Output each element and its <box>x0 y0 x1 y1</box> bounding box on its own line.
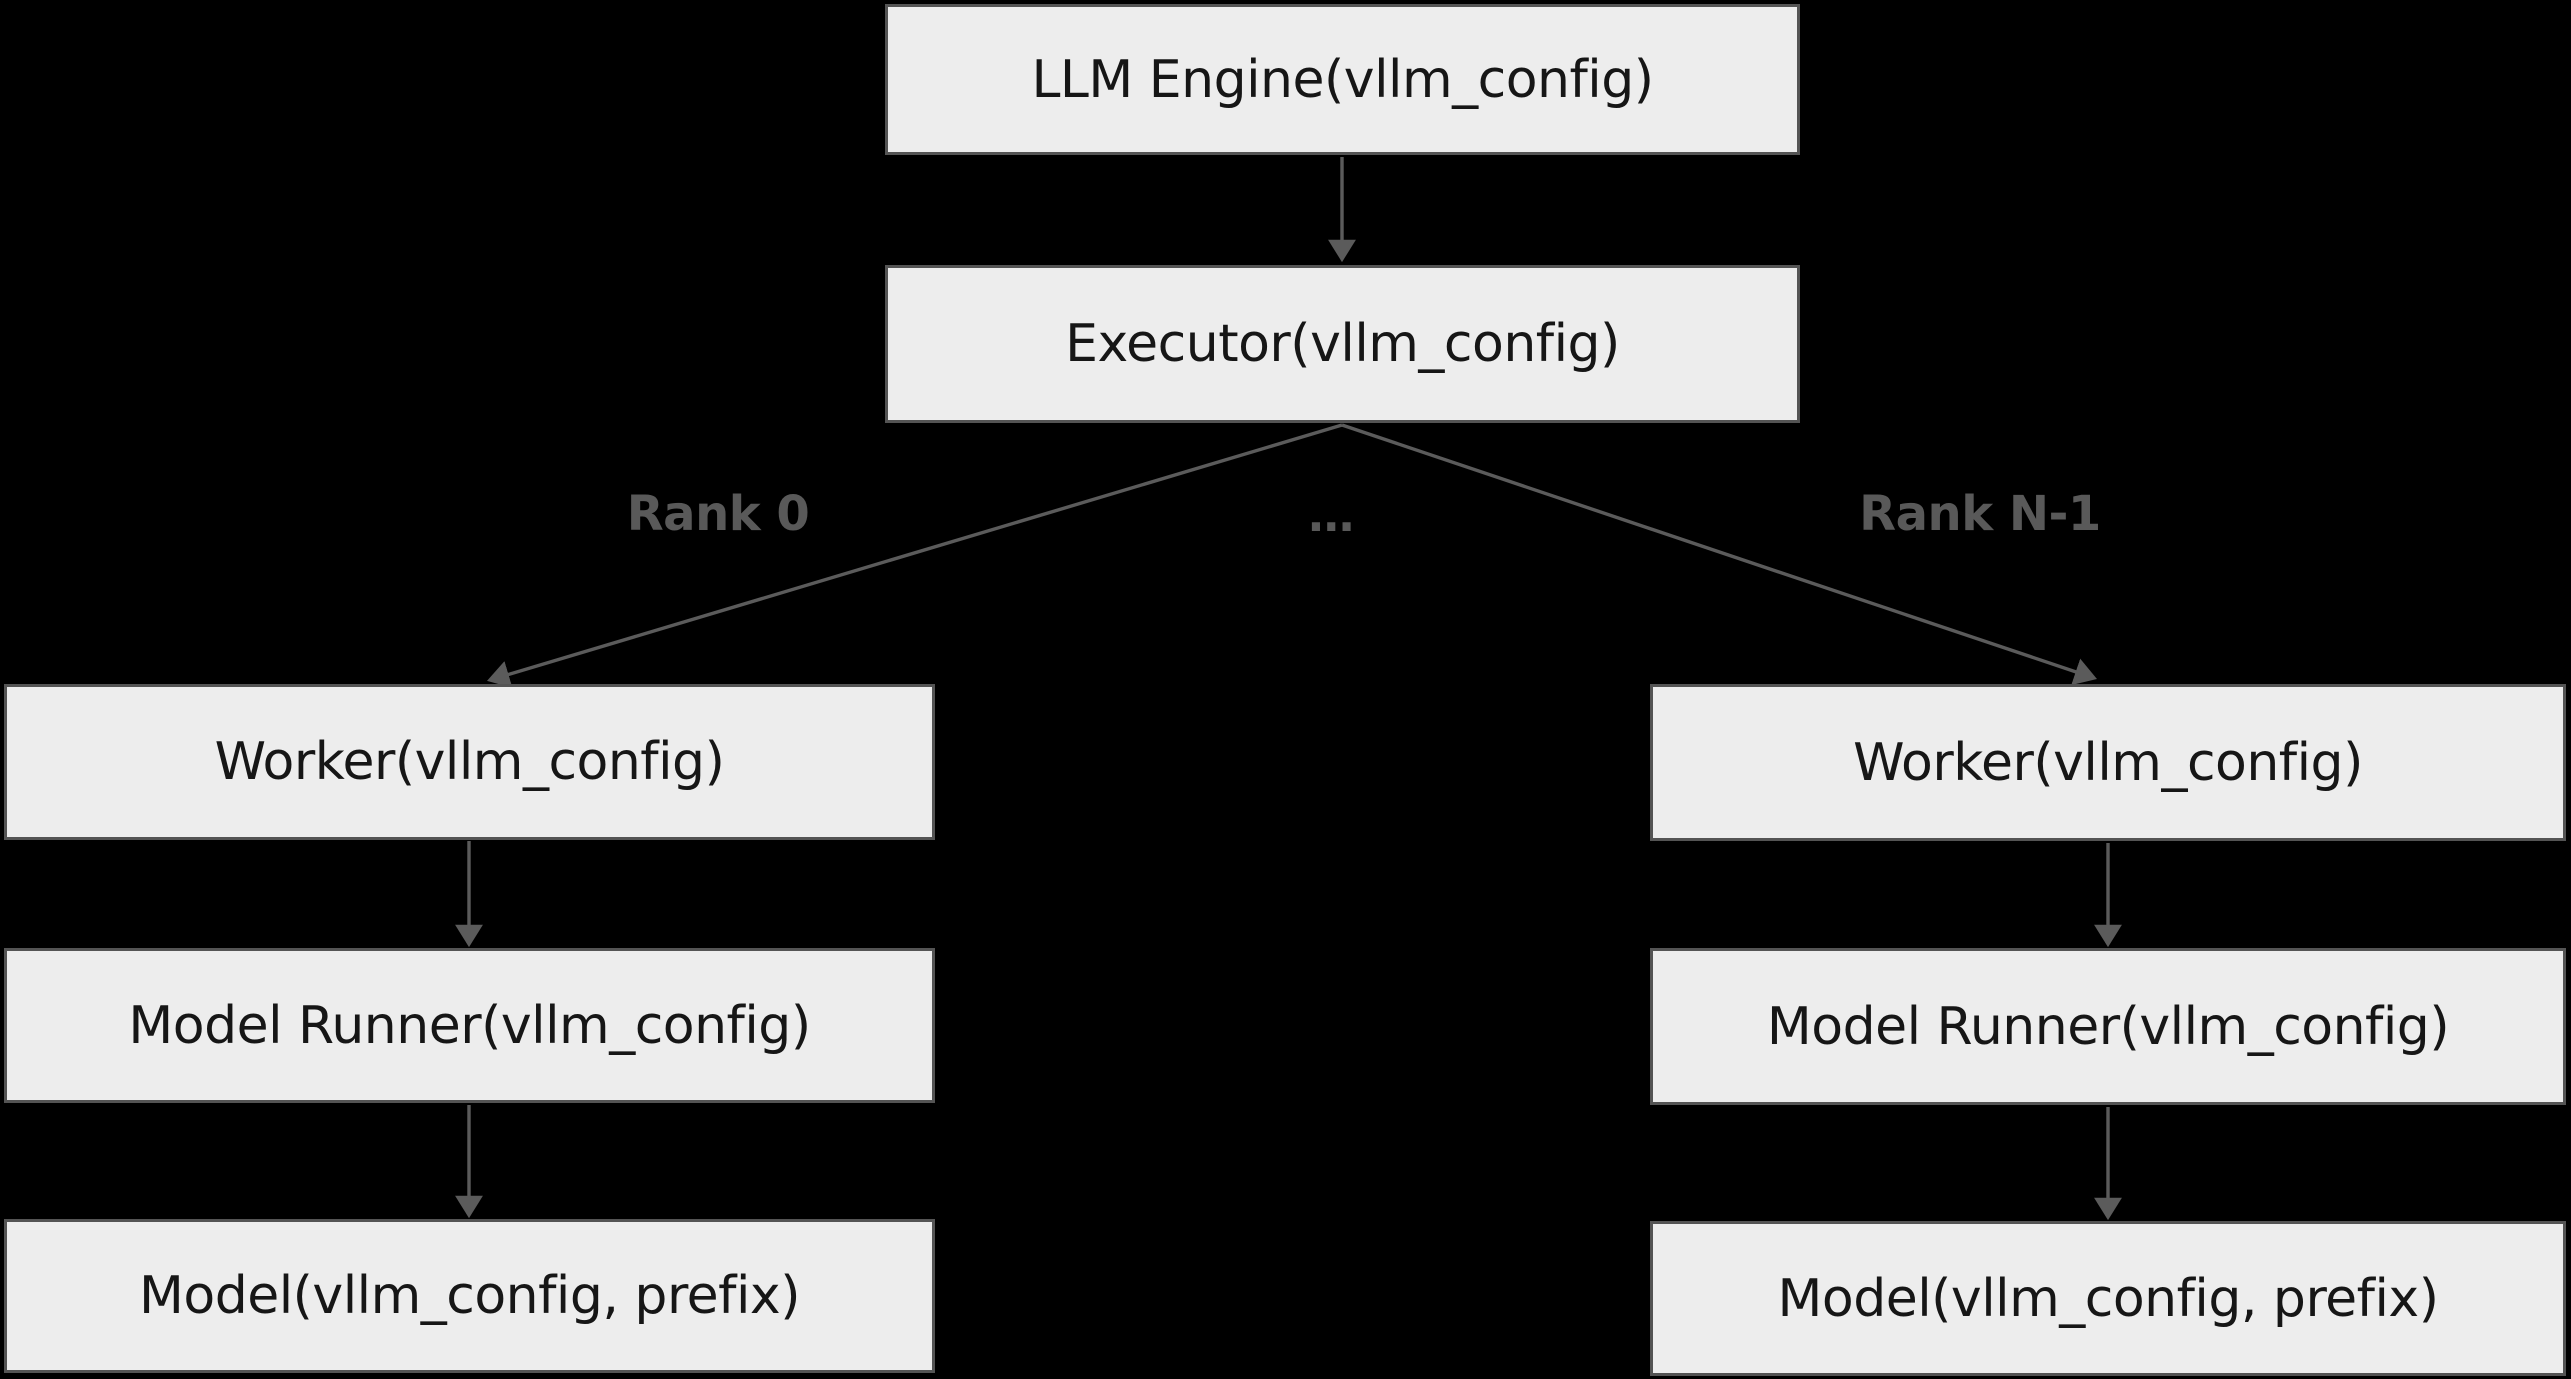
edge-label-rank-n-1: Rank N-1 <box>1859 486 2101 542</box>
node-model-left: Model(vllm_config, prefix) <box>4 1219 935 1373</box>
edge-label-ellipsis: … <box>1308 488 1354 542</box>
node-worker-left-label: Worker(vllm_config) <box>214 732 725 792</box>
node-model-runner-left-label: Model Runner(vllm_config) <box>128 995 811 1056</box>
node-worker-right-label: Worker(vllm_config) <box>1853 732 2363 793</box>
node-model-left-label: Model(vllm_config, prefix) <box>139 1266 800 1326</box>
node-worker-right: Worker(vllm_config) <box>1650 684 2566 841</box>
node-model-runner-left: Model Runner(vllm_config) <box>4 948 935 1103</box>
node-model-runner-right: Model Runner(vllm_config) <box>1650 948 2566 1105</box>
node-model-right-label: Model(vllm_config, prefix) <box>1777 1268 2439 1329</box>
arrow-executor-to-worker-left <box>486 423 1343 688</box>
node-worker-left: Worker(vllm_config) <box>4 684 935 840</box>
node-model-right: Model(vllm_config, prefix) <box>1650 1221 2566 1376</box>
arrow-executor-to-worker-right <box>1341 423 2097 686</box>
edge-label-rank-0: Rank 0 <box>626 486 810 542</box>
node-executor: Executor(vllm_config) <box>885 265 1800 423</box>
node-executor-label: Executor(vllm_config) <box>1065 314 1620 374</box>
node-llm-engine-label: LLM Engine(vllm_config) <box>1031 49 1654 110</box>
node-llm-engine: LLM Engine(vllm_config) <box>885 4 1800 155</box>
node-model-runner-right-label: Model Runner(vllm_config) <box>1766 996 2450 1057</box>
